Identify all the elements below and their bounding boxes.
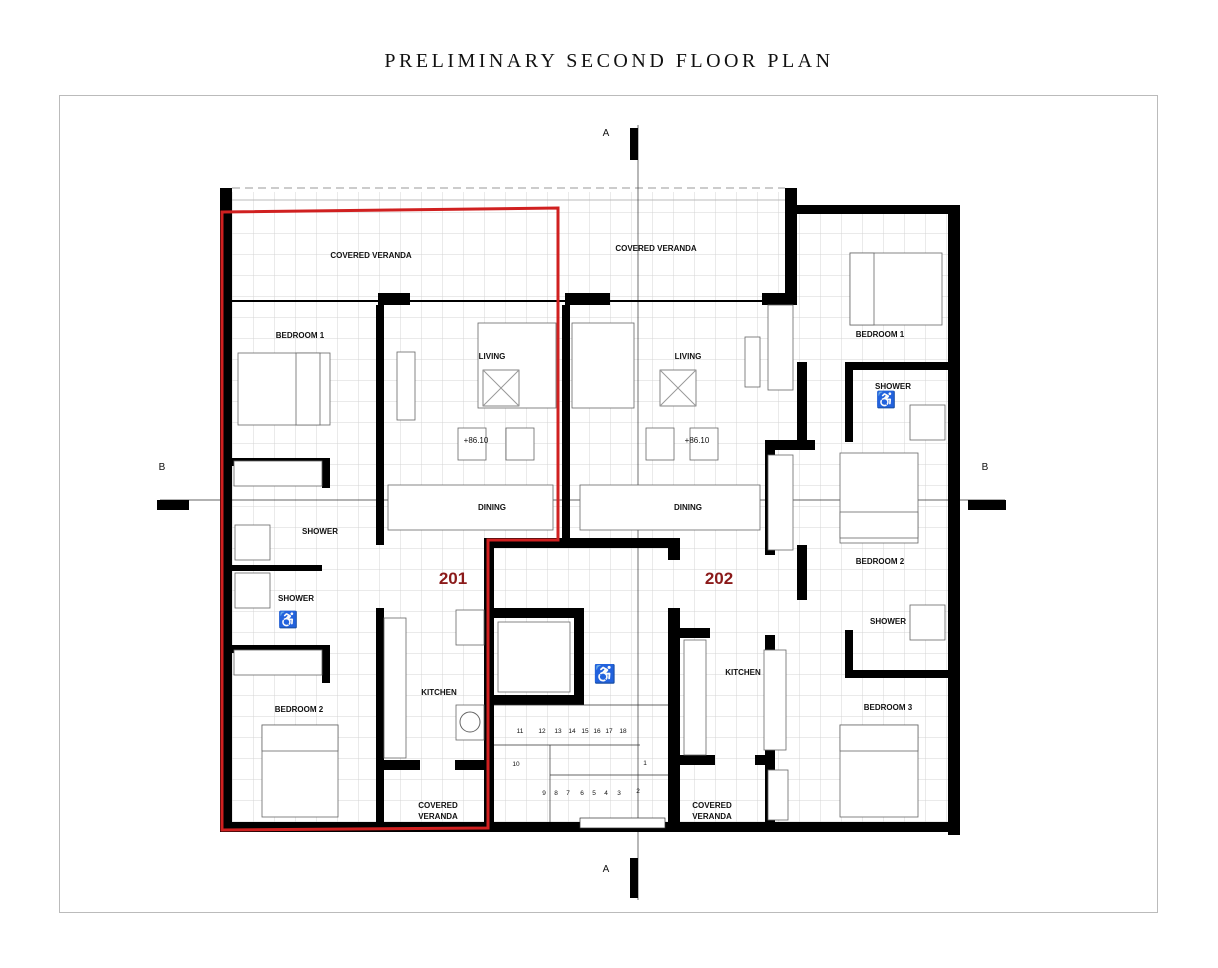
drawing-frame [59,95,1158,913]
kitchen-counter [383,617,407,759]
stair-step-number: 4 [604,790,608,797]
elevator [497,621,571,693]
stair-step-number: 10 [512,761,520,768]
stair-step-number: 3 [617,790,621,797]
shower-tray [909,604,946,641]
washer [455,704,485,741]
room-label: BEDROOM 1 [856,330,905,339]
stair-step-number: 2 [636,788,640,795]
section-label-b-left: B [159,462,166,473]
stair-step-number: 17 [605,728,613,735]
room-label: KITCHEN [421,688,457,697]
section-label-b-right: B [982,462,989,473]
stair-step-number: 13 [554,728,562,735]
stair-step-number: 16 [593,728,601,735]
stair-step-number: 18 [619,728,627,735]
room-label: SHOWER [875,382,911,391]
stair-step-number: 14 [568,728,576,735]
room-label: BEDROOM 2 [275,705,324,714]
wardrobe [767,454,794,551]
room-label: VERANDA [692,812,732,821]
room-label: VERANDA [418,812,458,821]
section-label-a-bottom: A [603,864,610,875]
room-label: DINING [478,503,506,512]
room-label: DINING [674,503,702,512]
plan-title: PRELIMINARY SECOND FLOOR PLAN [384,50,834,72]
kitchen-counter [763,649,787,751]
section-a-top-marker [630,128,638,160]
kitchen-counter [683,639,707,756]
wheelchair-icon: ♿ [876,390,896,409]
stair-step-number: 11 [517,728,524,735]
room-label: LIVING [675,352,702,361]
stair-numbers: 1 2 3 4 5 6 7 8 9 10 11 12 13 14 15 16 1… [512,728,647,797]
room-label: COVERED VERANDA [615,244,697,253]
tv-unit [744,336,761,388]
fridge [455,609,485,646]
room-label: COVERED VERANDA [330,251,412,260]
room-labels: COVERED VERANDA COVERED VERANDA BEDROOM … [275,244,913,821]
stair-step-number: 9 [542,790,546,797]
room-label: COVERED [418,801,458,810]
stair-step-number: 7 [566,790,570,797]
section-b-right-marker [968,500,1006,510]
shower-tray [909,404,946,441]
level-mark: +86.10 [685,436,710,445]
room-label: KITCHEN [725,668,761,677]
stair-step-number: 12 [538,728,546,735]
wheelchair-icon: ♿ [278,610,298,629]
stair-step-number: 8 [554,790,558,797]
level-mark: +86.10 [464,436,489,445]
unit-number-202: 202 [705,569,733,588]
room-label: BEDROOM 1 [276,331,325,340]
room-label: BEDROOM 2 [856,557,905,566]
shower-tray [234,524,271,561]
shower-tray [234,572,271,609]
sofa [571,322,635,409]
unit-201-outline [220,206,560,832]
room-label: SHOWER [278,594,314,603]
wardrobe [767,304,794,391]
stair-step-number: 1 [643,760,647,767]
tv-unit [396,351,416,421]
stair-step-number: 15 [581,728,589,735]
room-label: LIVING [479,352,506,361]
wardrobe [767,769,789,821]
dining-table [579,484,761,531]
room-label: SHOWER [302,527,338,536]
room-label: SHOWER [870,617,906,626]
room-label: COVERED [692,801,732,810]
section-b-left-marker [157,500,189,510]
room-label: BEDROOM 3 [864,703,913,712]
furniture [233,252,946,821]
wardrobe [233,460,323,487]
section-label-a-top: A [603,128,610,139]
unit-number-201: 201 [439,569,467,588]
section-a-bottom-marker [630,858,638,898]
wheelchair-icon: ♿ [594,663,616,684]
stair-step-number: 6 [580,790,584,797]
stair-step-number: 5 [592,790,596,797]
wardrobe [233,649,323,676]
staircase [494,704,668,829]
dining-table [387,484,554,531]
